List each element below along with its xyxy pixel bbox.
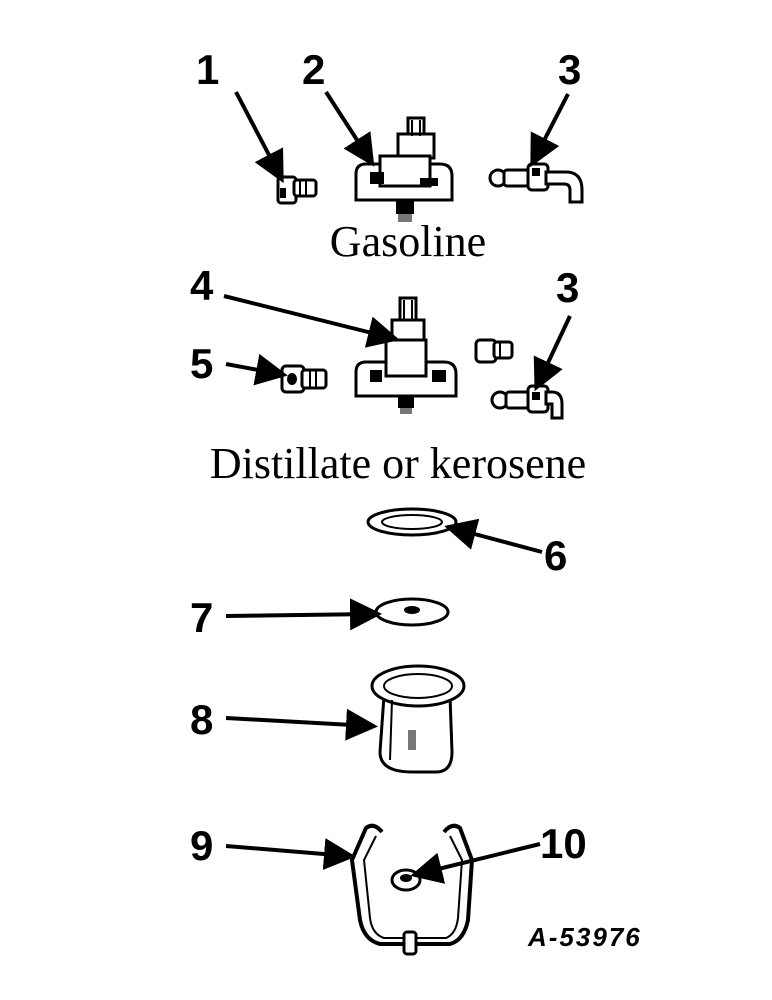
leader-9 <box>225 838 356 870</box>
leader-10 <box>410 842 541 884</box>
leader-1 <box>234 91 284 184</box>
part-5-fitting <box>280 364 328 394</box>
section-title-gasoline: Gasoline <box>330 217 486 266</box>
leader-7 <box>225 598 382 631</box>
leader-3b <box>533 315 572 392</box>
part-9-bail <box>349 823 475 956</box>
callout-7: 7 <box>190 594 213 641</box>
callout-3-lower: 3 <box>556 264 579 311</box>
section-title-distillate: Distillate or kerosene <box>210 439 586 488</box>
callout-3-upper: 3 <box>558 46 581 93</box>
callout-9: 9 <box>190 822 213 869</box>
part-10-thumb-nut <box>390 868 422 892</box>
part-2-strainer-body <box>354 116 454 222</box>
part-6-gasket <box>366 507 458 537</box>
leader-5 <box>225 353 288 386</box>
callout-2: 2 <box>302 46 325 93</box>
part-3-shutoff-cock-lower <box>490 384 564 420</box>
leader-8 <box>225 708 378 741</box>
leader-3a <box>530 93 570 168</box>
part-4-strainer-body <box>354 296 458 414</box>
part-3-shutoff-cock-upper <box>488 162 584 204</box>
part-7-screen <box>374 597 450 627</box>
callout-8: 8 <box>190 696 213 743</box>
callout-4: 4 <box>190 262 214 309</box>
part-1-elbow-fitting <box>276 175 318 205</box>
callout-5: 5 <box>190 340 213 387</box>
leader-2 <box>324 90 375 167</box>
callout-10: 10 <box>540 820 587 867</box>
figure-id: A-53976 <box>527 922 642 952</box>
leader-6 <box>444 518 543 554</box>
part-8-sediment-bowl <box>370 664 466 774</box>
callout-6: 6 <box>544 532 567 579</box>
callout-1: 1 <box>196 46 219 93</box>
small-fitting <box>474 338 514 364</box>
leader-4 <box>223 294 400 348</box>
